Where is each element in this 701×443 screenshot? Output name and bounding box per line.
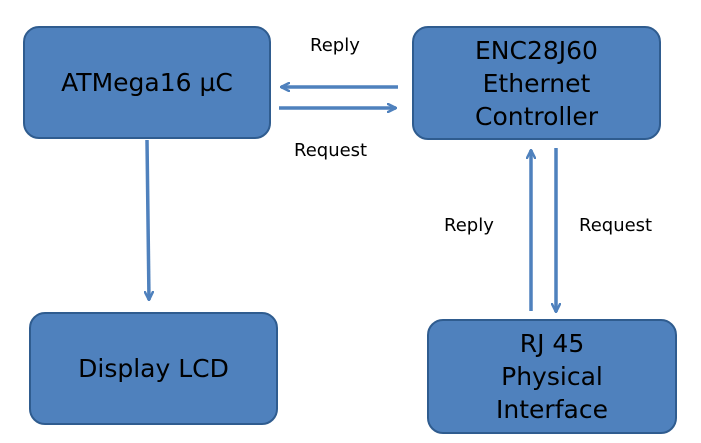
node-rj45-interface: RJ 45 Physical Interface <box>427 319 677 434</box>
node-atmega16-mcu: ATMega16 µC <box>23 26 271 139</box>
node-label-line: Controller <box>475 101 598 131</box>
node-label-line: RJ 45 <box>519 329 585 358</box>
node-display-lcd: Display LCD <box>29 312 278 425</box>
edge-label-reply-right: Reply <box>444 215 494 236</box>
node-enc28j60-controller: ENC28J60 Ethernet Controller <box>412 26 661 140</box>
node-label-line: ATMega16 µC <box>61 68 233 97</box>
node-label-line: Physical <box>501 362 603 391</box>
node-label-line: Display LCD <box>78 354 229 383</box>
arrow-mcu-to-lcd <box>147 139 149 300</box>
node-label-line: Interface <box>496 395 608 424</box>
edge-label-request-right: Request <box>579 215 653 236</box>
node-label-line: Ethernet <box>482 68 591 98</box>
edge-label-reply-top: Reply <box>310 35 360 56</box>
node-label-line: ENC28J60 <box>475 35 598 65</box>
edge-label-request-top: Request <box>294 140 368 161</box>
